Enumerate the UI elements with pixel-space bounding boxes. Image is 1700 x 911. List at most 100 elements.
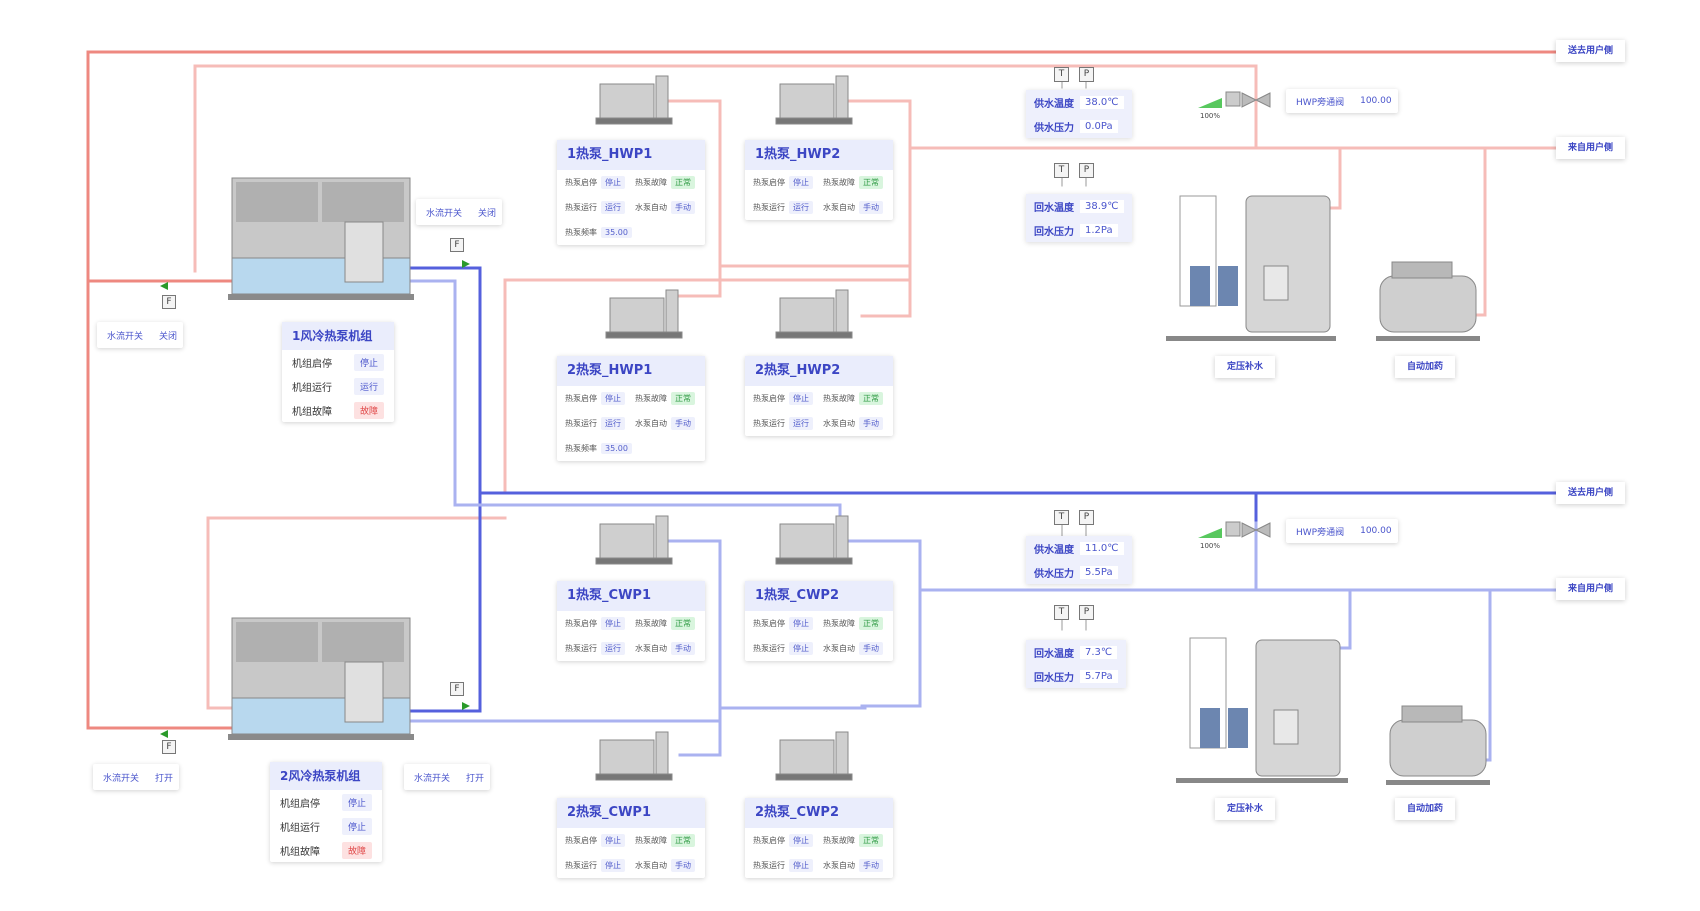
unit-run-value: 运行 — [353, 377, 384, 395]
pump-auto-value[interactable]: 手动 — [859, 201, 883, 214]
pump-motor-hwp1-2 — [605, 289, 683, 339]
pump-start-stop-value[interactable]: 停止 — [789, 834, 813, 847]
cold-supply-main — [406, 266, 1557, 495]
doser-label: 自动加药 — [1395, 798, 1456, 820]
cold-pump-header-a — [668, 539, 722, 757]
pump-auto-value[interactable]: 手动 — [859, 417, 883, 430]
unit-start-stop-value[interactable]: 停止 — [353, 353, 384, 371]
pump-card-2-hwp2[interactable]: 2热泵_HWP2 热泵启停停止 热泵故障正常 热泵运行运行 水泵自动手动 — [745, 356, 893, 436]
pump-motor-cwp1-1 — [595, 515, 673, 565]
unit-title: 2风冷热泵机组 — [270, 762, 382, 790]
pump-row: 热泵运行停止 水泵自动手动 — [745, 853, 893, 878]
pump-fault-value: 正常 — [671, 392, 695, 405]
pump-card-1-hwp1[interactable]: 1热泵_HWP1 热泵启停停止 热泵故障正常 热泵运行运行 水泵自动手动 热泵频… — [557, 140, 705, 245]
pump-start-stop-value[interactable]: 停止 — [601, 176, 625, 189]
temperature-sensor-icon: T — [1054, 67, 1069, 82]
from-user-side-tag: 来自用户侧 — [1556, 137, 1626, 159]
doser-2 — [1386, 705, 1490, 785]
pump-start-stop-value[interactable]: 停止 — [789, 617, 813, 630]
pressure-sensor-icon: P — [1079, 163, 1094, 178]
pump-card-1-hwp2[interactable]: 1热泵_HWP2 热泵启停停止 热泵故障正常 热泵运行运行 水泵自动手动 — [745, 140, 893, 220]
pump-motor-hwp2-2 — [775, 289, 853, 339]
valve-opening-value[interactable]: 100.00 — [1354, 94, 1398, 108]
valve-percent-label: 100% — [1200, 542, 1221, 550]
pump-fault-value: 正常 — [671, 176, 695, 189]
hot-return-pressurizer — [1328, 146, 1342, 210]
pump-fault-value: 正常 — [859, 834, 883, 847]
unit-fault-value: 故障 — [341, 841, 372, 859]
pump-motor-cwp2-1 — [775, 515, 853, 565]
pump-row: 热泵启停停止 热泵故障正常 — [745, 828, 893, 853]
pump-run-value: 运行 — [601, 417, 625, 430]
pump-run-value: 运行 — [601, 201, 625, 214]
pump-row: 热泵运行运行 水泵自动手动 — [745, 411, 893, 436]
pump-auto-value[interactable]: 手动 — [671, 859, 695, 872]
pump-fault-value: 正常 — [859, 392, 883, 405]
valve-percent-label: 100% — [1200, 112, 1221, 120]
hot-pump-header-a — [668, 99, 722, 298]
pump-run-value: 运行 — [789, 417, 813, 430]
pump-motor-cwp1-2 — [595, 731, 673, 781]
cold-return-loop-a — [406, 279, 842, 522]
temperature-sensor-icon: T — [1054, 605, 1069, 620]
pressurizer-label: 定压补水 — [1215, 356, 1276, 378]
pump-auto-value[interactable]: 手动 — [671, 642, 695, 655]
pump-row: 热泵启停停止 热泵故障正常 — [745, 170, 893, 195]
pump-card-1-cwp1[interactable]: 1热泵_CWP1 热泵启停停止 热泵故障正常 热泵运行运行 水泵自动手动 — [557, 581, 705, 661]
pump-run-value: 停止 — [789, 859, 813, 872]
valve-opening-value[interactable]: 100.00 — [1354, 524, 1398, 538]
pump-run-value: 停止 — [789, 642, 813, 655]
pump-freq-value[interactable]: 35.00 — [601, 443, 632, 454]
flow-switch-value[interactable]: 关闭 — [472, 203, 503, 221]
pump-start-stop-value[interactable]: 停止 — [789, 392, 813, 405]
unit-row: 机组故障故障 — [270, 838, 382, 862]
pump-motor-hwp1-1 — [595, 75, 673, 125]
flow-switch-value[interactable]: 打开 — [460, 768, 491, 786]
pump-freq-value[interactable]: 35.00 — [601, 227, 632, 238]
pump-start-stop-value[interactable]: 停止 — [601, 834, 625, 847]
pump-card-2-cwp1[interactable]: 2热泵_CWP1 热泵启停停止 热泵故障正常 热泵运行停止 水泵自动手动 — [557, 798, 705, 878]
flow-switch-chip-3[interactable]: 水流开关打开 — [93, 764, 180, 790]
pump-row: 热泵启停停止 热泵故障正常 — [557, 611, 705, 636]
pump-auto-value[interactable]: 手动 — [859, 859, 883, 872]
pump-auto-value[interactable]: 手动 — [671, 201, 695, 214]
pump-card-2-hwp1[interactable]: 2热泵_HWP1 热泵启停停止 热泵故障正常 热泵运行运行 水泵自动手动 热泵频… — [557, 356, 705, 461]
flow-switch-value[interactable]: 关闭 — [153, 326, 184, 344]
pump-row: 热泵启停停止 热泵故障正常 — [745, 386, 893, 411]
flow-sensor-icon: F — [162, 295, 176, 309]
hot-return-loop — [193, 64, 1258, 273]
pump-card-1-cwp2[interactable]: 1热泵_CWP2 热泵启停停止 热泵故障正常 热泵运行停止 水泵自动手动 — [745, 581, 893, 661]
flow-switch-chip-4[interactable]: 水流开关打开 — [404, 764, 491, 790]
pump-row: 热泵运行运行 水泵自动手动 — [557, 411, 705, 436]
pump-title: 1热泵_CWP1 — [557, 581, 705, 611]
pump-auto-value[interactable]: 手动 — [671, 417, 695, 430]
bypass-valve-2 — [1198, 521, 1271, 538]
heat-pump-unit-1 — [228, 177, 414, 300]
flow-switch-value[interactable]: 打开 — [149, 768, 180, 786]
pump-start-stop-value[interactable]: 停止 — [789, 176, 813, 189]
flow-switch-chip-1[interactable]: 水流开关关闭 — [416, 199, 503, 225]
hot-unit2-inlet — [206, 516, 507, 710]
temperature-sensor-icon: T — [1054, 163, 1069, 178]
pump-row: 热泵启停停止 热泵故障正常 — [557, 828, 705, 853]
pump-auto-value[interactable]: 手动 — [859, 642, 883, 655]
pump-fault-value: 正常 — [859, 176, 883, 189]
unit-card-2[interactable]: 2风冷热泵机组 机组启停停止 机组运行停止 机组故障故障 — [270, 762, 382, 862]
unit-card-1[interactable]: 1风冷热泵机组 机组启停停止 机组运行运行 机组故障故障 — [282, 322, 394, 422]
flow-switch-chip-2[interactable]: 水流开关关闭 — [97, 322, 184, 348]
pump-row: 热泵启停停止 热泵故障正常 — [557, 170, 705, 195]
pump-start-stop-value[interactable]: 停止 — [601, 617, 625, 630]
unit-row: 机组启停停止 — [270, 790, 382, 814]
unit-start-stop-value[interactable]: 停止 — [341, 793, 372, 811]
doser-label: 自动加药 — [1395, 356, 1456, 378]
pump-start-stop-value[interactable]: 停止 — [601, 392, 625, 405]
pump-card-2-cwp2[interactable]: 2热泵_CWP2 热泵启停停止 热泵故障正常 热泵运行停止 水泵自动手动 — [745, 798, 893, 878]
